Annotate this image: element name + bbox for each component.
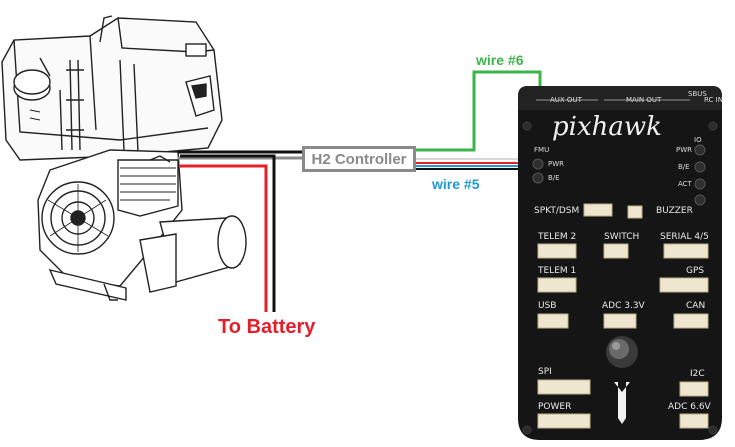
- spkt-connector: [583, 203, 613, 217]
- spkt-dsm-label: SPKT/DSM: [534, 206, 580, 216]
- serial45-connector: [663, 243, 709, 259]
- wire6-green: [416, 70, 542, 152]
- rc-in-label: RC IN: [704, 96, 723, 104]
- i2c-connector: [679, 381, 709, 397]
- io-label: IO: [694, 136, 702, 144]
- power-label: POWER: [538, 402, 572, 412]
- switch-connector: [603, 243, 629, 259]
- adc66-connector: [679, 413, 709, 429]
- adc33-connector: [603, 313, 637, 329]
- red-battery-wire: [180, 164, 268, 312]
- pixhawk-board: [518, 86, 722, 440]
- telem1-connector: [537, 277, 577, 293]
- main-out-label: MAIN OUT: [626, 96, 662, 104]
- buzzer-label: BUZZER: [656, 206, 693, 216]
- pixhawk-brand: pixhawk: [552, 112, 662, 142]
- gps-label: GPS: [686, 266, 705, 276]
- wire5-label: wire #5: [432, 176, 480, 192]
- be-right-label: B/E: [678, 163, 690, 171]
- usb-label: USB: [538, 301, 557, 311]
- act-label: ACT: [678, 180, 692, 188]
- telem1-label: TELEM 1: [538, 266, 577, 276]
- can-label: CAN: [686, 301, 706, 311]
- wire6-label: wire #6: [476, 52, 524, 68]
- adc66-label: ADC 6.6V: [668, 402, 711, 412]
- spi-label: SPI: [538, 367, 552, 377]
- fmu-label: FMU: [534, 146, 550, 154]
- serial45-label: SERIAL 4/5: [660, 232, 709, 242]
- be-left-label: B/E: [548, 174, 560, 182]
- buzzer-connector: [627, 205, 643, 219]
- gps-connector: [659, 277, 709, 293]
- pwr-right-label: PWR: [676, 146, 693, 154]
- aux-out-label: AUX OUT: [550, 96, 582, 104]
- telem2-label: TELEM 2: [538, 232, 577, 242]
- can-connector: [673, 313, 709, 329]
- spi-connector: [537, 379, 591, 395]
- power-connector: [537, 413, 591, 429]
- pwr-left-label: PWR: [548, 160, 565, 168]
- telem2-connector: [537, 243, 577, 259]
- engine-generator-drawing: [1, 15, 247, 301]
- usb-connector: [537, 313, 569, 329]
- sbus-label: SBUS: [688, 90, 707, 98]
- to-battery-label: To Battery: [218, 316, 316, 338]
- switch-label: SWITCH: [604, 232, 640, 242]
- i2c-label: I2C: [690, 369, 705, 379]
- h2-controller-box: H2 Controller: [302, 146, 416, 172]
- adc33-label: ADC 3.3V: [602, 301, 645, 311]
- black-battery-wire: [180, 154, 276, 312]
- pixhawk-connectors: [537, 203, 709, 429]
